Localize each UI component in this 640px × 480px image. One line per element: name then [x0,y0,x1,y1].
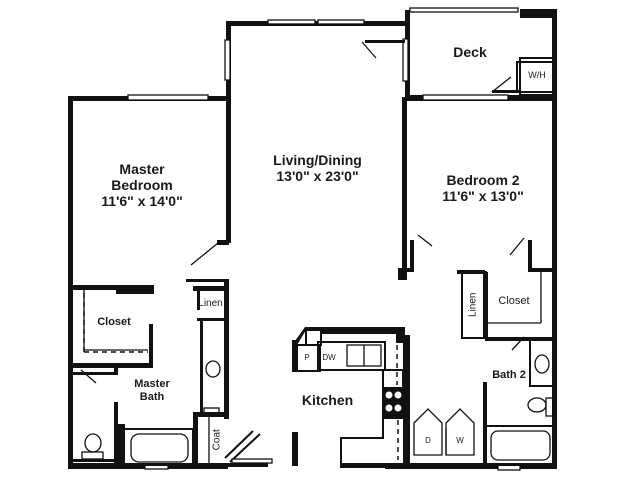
water-heater-label: W/H [528,70,546,80]
pantry-label: P [304,353,310,362]
room-linen-master: Linen [198,298,223,309]
room-closet-2: Closet [498,295,530,307]
room-master-closet: Closet [97,316,131,328]
room-name-line2: Bedroom [111,177,173,194]
dishwasher-label: DW [322,353,336,362]
room-linen-hall: Linen [467,292,479,317]
room-coat: Coat [211,429,223,451]
room-name: Living/Dining [273,152,362,168]
room-deck: Deck [440,44,500,60]
room-master-bedroom: Master Bedroom 11'6" x 14'0" [92,161,192,209]
room-name: Master [134,378,170,390]
room-name: Master [119,161,165,177]
washer-label: W [456,436,464,445]
room-kitchen: Kitchen [301,392,354,408]
room-size: 11'6" x 13'0" [442,188,524,205]
room-master-bath: Master Bath [126,378,178,403]
room-size: 11'6" x 14'0" [101,193,183,210]
room-name-line2: Bath [139,390,165,403]
room-living-dining: Living/Dining 13'0" x 23'0" [255,152,380,184]
dryer-label: D [425,436,431,445]
room-name: Bedroom 2 [446,172,520,188]
room-bedroom-2: Bedroom 2 11'6" x 13'0" [428,172,538,204]
room-bath-2: Bath 2 [492,369,526,381]
room-name: Deck [453,44,487,60]
room-size: 13'0" x 23'0" [276,168,359,185]
